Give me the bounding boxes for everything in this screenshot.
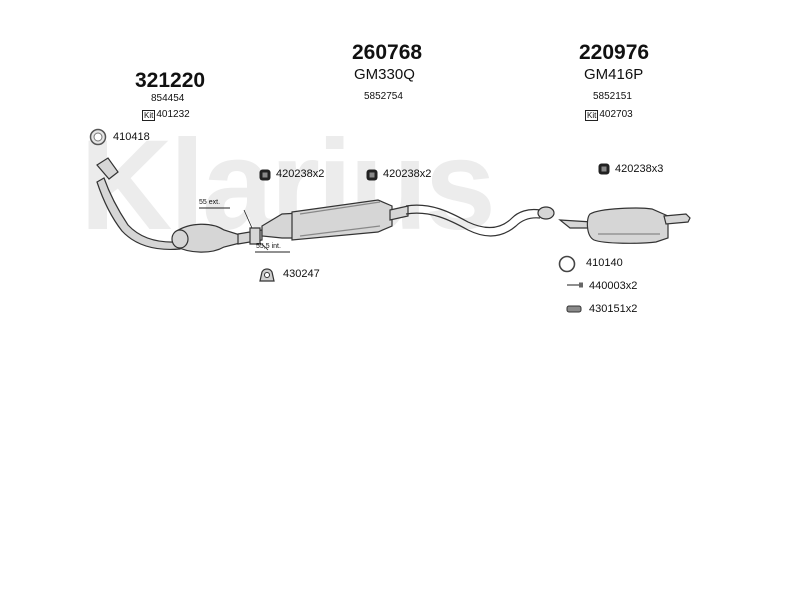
rubber-hanger-icon — [566, 305, 582, 313]
kit-tag: Kit — [585, 109, 599, 121]
front-pipe-catalyst — [96, 157, 263, 253]
rear-kit-row: Kit 402703 — [585, 109, 633, 121]
rear-part-number: 220976 — [579, 41, 650, 64]
ring-rear-number: 410140 — [586, 257, 623, 269]
center-silencer — [261, 199, 409, 241]
clamp-icon — [366, 169, 378, 181]
center-part-number: 260768 — [352, 41, 423, 64]
rubber-rear-number: 430151x2 — [589, 303, 638, 315]
rear-oe-number: 5852151 — [593, 91, 632, 102]
gasket-front-number: 410418 — [113, 131, 150, 143]
rear-model-code: GM416P — [584, 66, 644, 83]
rear-kit-number: 402703 — [599, 109, 633, 120]
front-part-number: 321220 — [135, 69, 206, 92]
front-kit-number: 401232 — [156, 109, 190, 120]
clamp-icon — [259, 169, 271, 181]
rubber-mount-icon — [259, 268, 275, 282]
center-model-code: GM330Q — [354, 66, 415, 83]
front-oe-number: 854454 — [151, 93, 185, 104]
front-kit-row: Kit 401232 — [142, 109, 190, 121]
gasket-ring-icon — [89, 128, 107, 146]
center-oe-number: 5852754 — [364, 91, 403, 102]
clamp-c-number: 420238x3 — [615, 163, 664, 175]
rear-silencer — [558, 207, 691, 244]
bolt-rear-number: 440003x2 — [589, 280, 638, 292]
dimension-ext-label: 55 ext. — [199, 199, 221, 206]
middle-pipe — [405, 204, 555, 237]
clamp-a-number: 420238x2 — [276, 168, 325, 180]
dimension-int-label: 55,5 int. — [256, 243, 281, 250]
clamp-b-number: 420238x2 — [383, 168, 432, 180]
kit-tag: Kit — [142, 109, 156, 121]
bolt-icon — [567, 282, 583, 288]
sealing-ring-icon — [558, 255, 576, 273]
clamp-icon — [598, 163, 610, 175]
mount-front-number: 430247 — [283, 268, 320, 280]
